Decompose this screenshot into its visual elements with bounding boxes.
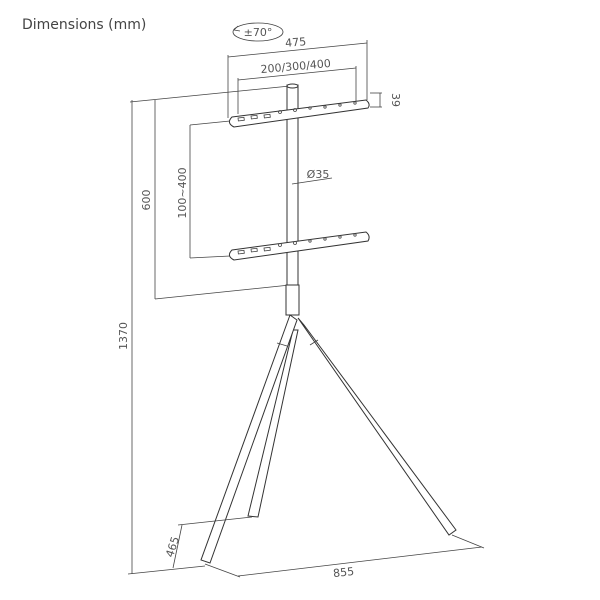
mount-range-label: 600 [140, 190, 153, 211]
front-left-leg [200, 314, 298, 564]
tripod-legs [200, 314, 457, 564]
dim-vesa: 200/300/400 [237, 57, 357, 114]
dim-total-height: 1370 [117, 100, 206, 575]
total-height-label: 1370 [117, 322, 130, 350]
rotation-indicator: ±70° [232, 22, 284, 42]
rotation-label: ±70° [244, 26, 273, 39]
pole-diameter-label: Ø35 [307, 168, 330, 181]
bracket-height-label: 39 [389, 93, 402, 107]
back-leg [247, 329, 299, 518]
right-leg [297, 317, 457, 536]
bottom-bracket [228, 231, 370, 261]
top-bracket [228, 99, 370, 128]
vesa-label: 200/300/400 [260, 57, 331, 76]
dim-pole-diameter: Ø35 [291, 168, 333, 185]
diagram-title: Dimensions (mm) [22, 17, 147, 33]
leg-depth-label: 465 [163, 535, 182, 559]
base-width-label: 855 [333, 565, 355, 580]
dim-base-width: 855 [204, 534, 485, 580]
dim-bracket-spacing: 100~400 [176, 120, 231, 259]
dim-mount-range: 600 [129, 85, 291, 300]
dim-leg-depth: 465 [163, 516, 253, 569]
dim-bracket-height: 39 [370, 92, 402, 108]
bracket-spacing-label: 100~400 [176, 167, 189, 218]
dim-bracket-width: 475 [227, 35, 368, 118]
pole [285, 83, 300, 316]
bracket-width-label: 475 [285, 35, 307, 50]
